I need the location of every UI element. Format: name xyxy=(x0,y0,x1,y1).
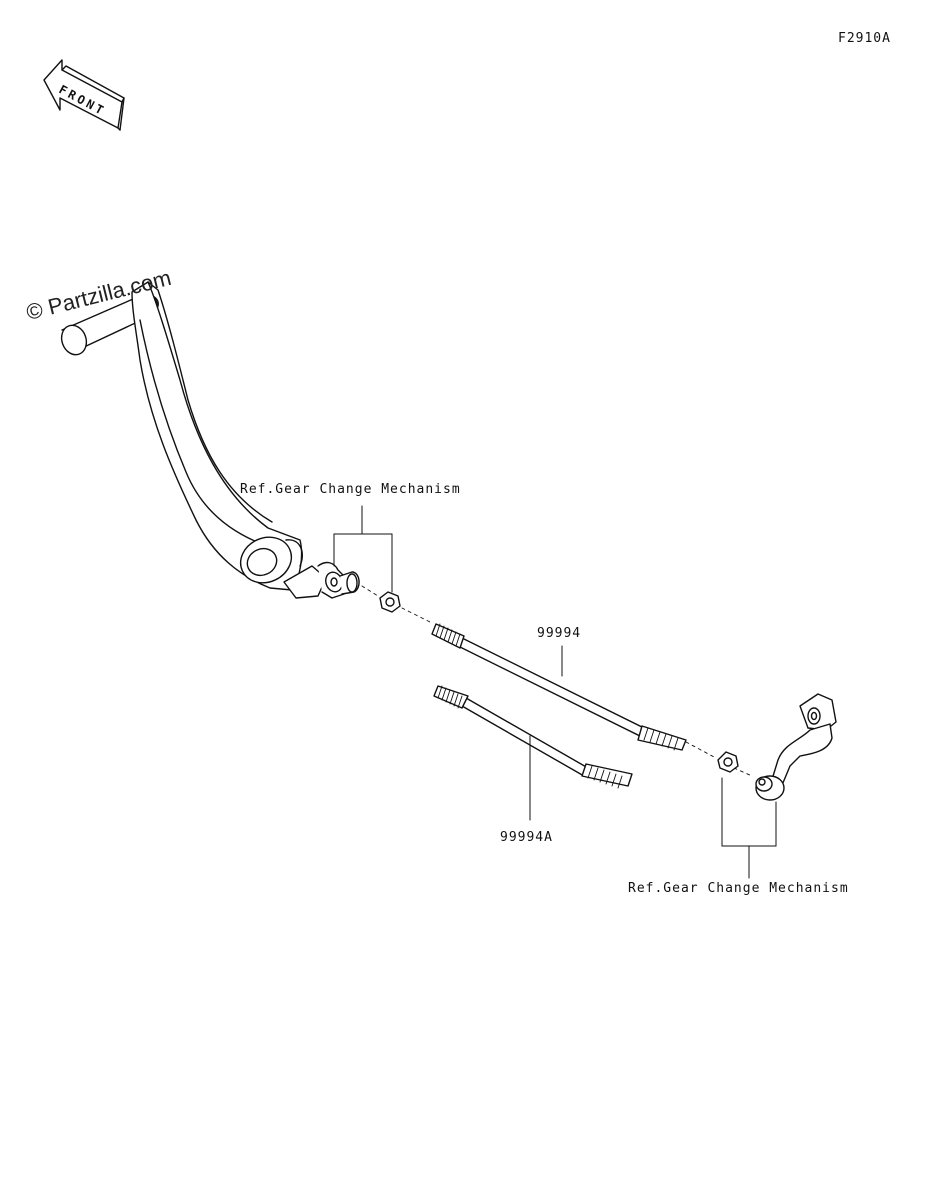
shift-shaft-arm xyxy=(755,693,837,801)
callout-leaders xyxy=(333,505,777,879)
shift-rod-99994 xyxy=(431,623,687,751)
nut-lower xyxy=(717,751,739,773)
callout-part-99994a: 99994A xyxy=(500,830,553,845)
diagram-code: F2910A xyxy=(838,31,891,46)
callout-part-99994: 99994 xyxy=(537,626,582,641)
callout-ref-lower: Ref.Gear Change Mechanism xyxy=(628,881,849,896)
alignment-lines xyxy=(361,585,753,777)
shift-pedal xyxy=(60,281,360,599)
nut-upper xyxy=(379,591,401,613)
front-arrow-icon: FRONT xyxy=(43,59,125,131)
shift-rod-99994a xyxy=(433,685,633,789)
callout-ref-upper: Ref.Gear Change Mechanism xyxy=(240,482,461,497)
